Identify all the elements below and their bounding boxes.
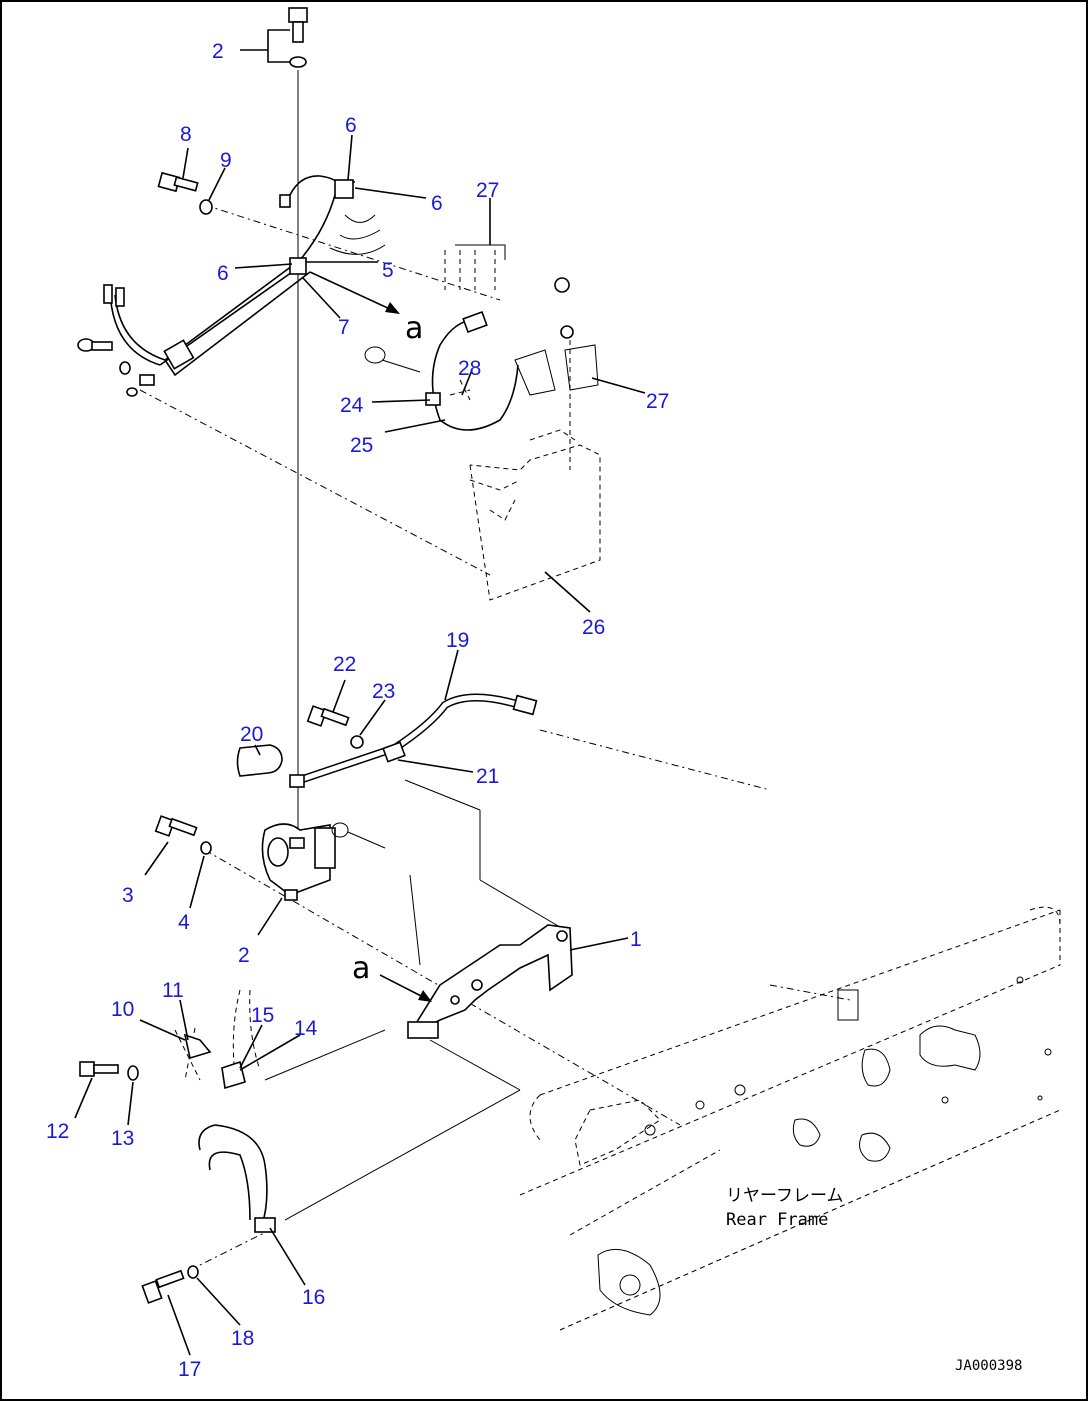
callout-24: 24 [340, 394, 364, 417]
callout-4: 4 [178, 911, 190, 934]
callout-5: 5 [382, 259, 394, 282]
callout-26: 26 [582, 616, 605, 639]
callout-13: 13 [111, 1127, 134, 1150]
cap-20 [236, 744, 283, 777]
callout-12: 12 [46, 1120, 69, 1143]
callout-1: 1 [630, 928, 642, 951]
callout-20: 20 [240, 723, 263, 746]
bolt-2-top [288, 7, 308, 68]
callout-18: 18 [231, 1327, 254, 1350]
drawing-code: JA000398 [955, 1358, 1022, 1374]
relay-2 [261, 823, 336, 901]
callout-2-top: 2 [212, 40, 224, 63]
callout-6-a: 6 [345, 114, 357, 137]
callout-6-b: 6 [431, 192, 443, 215]
callout-28: 28 [458, 357, 481, 380]
washer-9 [199, 199, 213, 215]
view-arrow-top [309, 271, 400, 314]
bolt-3 [154, 815, 198, 837]
bolt-17 [141, 1269, 185, 1304]
washer-4 [200, 841, 212, 855]
left-fasteners [77, 338, 155, 397]
callout-22: 22 [333, 653, 356, 676]
bracket-1 [407, 924, 573, 1039]
callout-15: 15 [251, 1004, 274, 1027]
center-lines [139, 70, 851, 1271]
callout-8: 8 [180, 123, 192, 146]
view-marker-top: a [405, 311, 423, 346]
washer-13 [127, 1065, 139, 1081]
harness-19 [289, 693, 538, 788]
bolt-22 [306, 705, 350, 727]
leader-lines [74, 29, 646, 1356]
washer-18 [187, 1265, 199, 1279]
callout-23: 23 [372, 680, 395, 703]
callout-11: 11 [162, 979, 184, 1002]
callout-3: 3 [122, 884, 134, 907]
callout-6-c: 6 [217, 262, 229, 285]
view-arrow-bottom [379, 974, 432, 1002]
fastener-mid [331, 822, 386, 849]
callout-7: 7 [338, 316, 350, 339]
hose-clamp-16 [198, 1124, 276, 1233]
callout-21: 21 [476, 765, 499, 788]
callout-2-bottom: 2 [238, 944, 250, 967]
bolt-12 [79, 1061, 119, 1077]
callout-25: 25 [350, 434, 373, 457]
callout-14: 14 [294, 1017, 318, 1040]
wiring-harness [103, 175, 386, 377]
callout-19: 19 [446, 629, 469, 652]
clamp-14 [221, 989, 261, 1090]
washer-23 [350, 735, 364, 749]
callout-27-b: 27 [646, 390, 669, 413]
callout-9: 9 [220, 149, 232, 172]
rear-frame [519, 906, 1061, 1331]
callout-17: 17 [178, 1358, 201, 1381]
frame-label-jp: リヤーフレーム [726, 1186, 843, 1206]
callout-27-a: 27 [476, 179, 499, 202]
clamp-10 [174, 1027, 212, 1081]
callout-10: 10 [111, 998, 134, 1021]
view-marker-bottom: a [352, 951, 370, 986]
frame-label-en: Rear Frame [726, 1210, 828, 1230]
bolt-8 [157, 171, 199, 193]
bracket-26 [469, 429, 601, 601]
callout-16: 16 [302, 1286, 325, 1309]
relay-area [364, 244, 599, 470]
